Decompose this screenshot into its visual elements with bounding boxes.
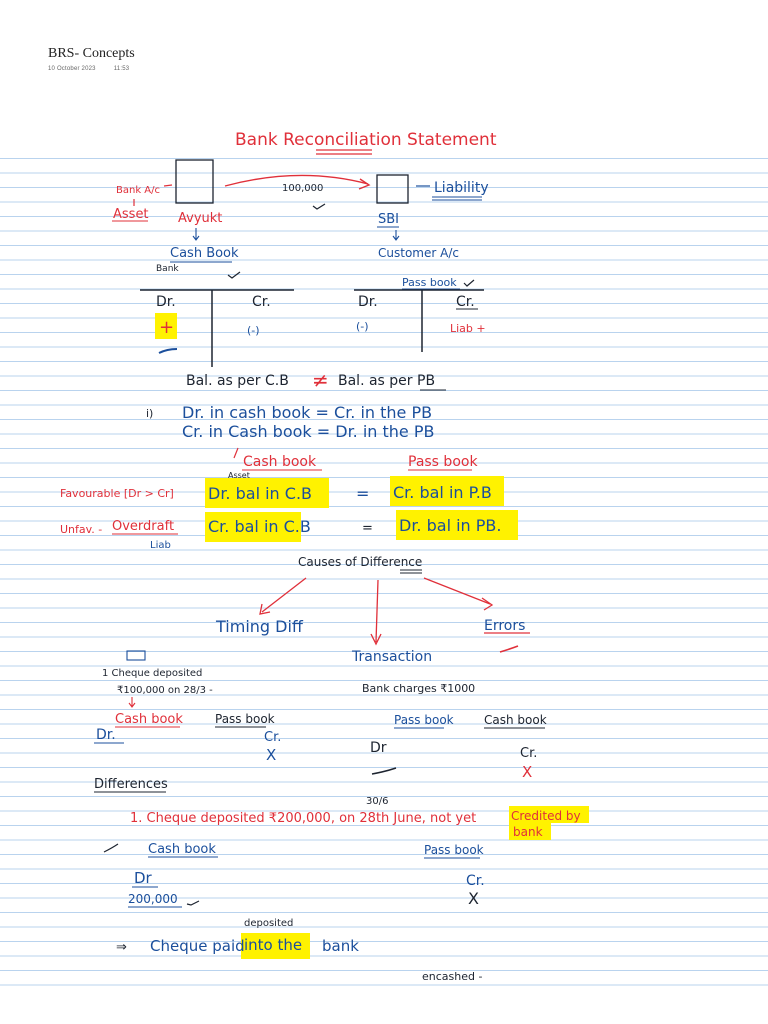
bal-pb-label: Bal. as per PB (338, 373, 435, 389)
rule-marker: i) (146, 407, 153, 420)
equals-2: = (362, 521, 373, 536)
ruled-lines (0, 158, 768, 988)
bank-account-box (175, 159, 214, 204)
pass-book-label-5: Pass book (424, 843, 484, 857)
causes-heading: Causes of Difference (298, 555, 422, 569)
cr-label-3: Cr. (264, 730, 281, 745)
arrow-timing (261, 577, 307, 613)
page-timestamp: 10 October 2023 11:53 (48, 66, 129, 72)
page-time: 11:53 (113, 66, 130, 72)
bank-label: Bank (156, 264, 179, 274)
cr-bal-cb: Cr. bal in C.B (208, 517, 311, 536)
minus-label-2: (-) (356, 320, 369, 333)
x-mark-3: X (468, 889, 479, 908)
dr-label-5: Dr (134, 869, 153, 887)
timing-diff-label: Timing Diff (215, 617, 304, 636)
cash-book-label-3: Cash book (115, 712, 183, 727)
bank-end-label: bank (322, 937, 359, 955)
deposited-label: deposited (244, 918, 293, 929)
overdraft-label: Overdraft (112, 519, 174, 534)
cash-book-label-5: Cash book (148, 842, 216, 857)
pass-book-label-4: Pass book (394, 713, 454, 727)
pass-book-label-3: Pass book (215, 712, 275, 726)
cheque-amount-label: ₹100,000 on 28/3 - (117, 685, 213, 696)
rule-line-1: Dr. in cash book = Cr. in the PB (182, 403, 432, 422)
checkbox-shape (126, 650, 146, 661)
cheque-deposited-label: 1 Cheque deposited (102, 668, 202, 679)
cheque-paid-label: Cheque paid (150, 937, 245, 955)
cash-book-label-1: Cash Book (170, 246, 239, 261)
arrow-errors (423, 577, 491, 605)
encashed-label: encashed - (422, 970, 482, 983)
notes-heading: Bank Reconciliation Statement (235, 130, 497, 150)
cr-bal-pb: Cr. bal in P.B (393, 483, 492, 502)
x-mark-1: X (266, 746, 276, 764)
liab-plus-label: Liab + (450, 322, 486, 335)
sbi-label: SBI (378, 212, 399, 227)
cr-label-5: Cr. (466, 873, 485, 889)
page-title: BRS- Concepts (48, 46, 135, 61)
bank-charges-label: Bank charges ₹1000 (362, 682, 475, 695)
dr-bal-cb: Dr. bal in C.B (208, 484, 312, 503)
dr-label-3: Dr. (96, 727, 116, 743)
pass-book-label-2: Pass book (408, 454, 478, 470)
amount-200000: 200,000 (128, 892, 178, 906)
bal-cb-label: Bal. as per C.B (186, 373, 289, 389)
cash-book-label-4: Cash book (484, 713, 547, 727)
asset-label: Asset (113, 207, 149, 222)
credited-by-label: Credited by (511, 809, 581, 823)
x-mark-2: X (522, 763, 532, 781)
liab-label: Liab (150, 540, 171, 551)
differences-heading: Differences (94, 777, 168, 792)
bank-ac-label: Bank A/c (116, 185, 160, 196)
minus-label-1: (-) (247, 324, 260, 337)
page-date: 10 October 2023 (48, 66, 96, 72)
transfer-arrow (224, 174, 369, 187)
favourable-label: Favourable [Dr > Cr] (60, 487, 174, 500)
dr-label-4: Dr (370, 740, 387, 756)
implies-arrow: ⇒ (116, 940, 127, 955)
amount-100000: 100,000 (282, 183, 323, 194)
date-30-6: 30/6 (366, 796, 388, 807)
into-the-label: into the (244, 936, 302, 954)
cr-label-2: Cr. (456, 294, 475, 310)
cr-label-1: Cr. (252, 294, 271, 310)
liability-label: Liability (434, 180, 489, 196)
sbi-box (376, 174, 409, 204)
transaction-label: Transaction (351, 649, 432, 665)
asset-small-label: Asset (228, 471, 250, 480)
unfav-label: Unfav. - (60, 523, 102, 536)
avyukt-label: Avyukt (178, 211, 222, 226)
bank-word: bank (513, 825, 543, 839)
cash-book-label-2: Cash book (243, 454, 317, 470)
arrow-transaction (375, 579, 379, 643)
not-equal-sign: ≠ (312, 368, 329, 392)
customer-ac-label: Customer A/c (378, 246, 459, 260)
errors-label: Errors (484, 618, 525, 634)
pass-book-label-1: Pass book (402, 276, 457, 289)
point-1-text: 1. Cheque deposited ₹200,000, on 28th Ju… (130, 811, 476, 826)
dr-label-2: Dr. (358, 294, 378, 310)
rule-line-2: Cr. in Cash book = Dr. in the PB (182, 422, 434, 441)
cr-label-4: Cr. (520, 746, 537, 761)
highlights (155, 313, 589, 959)
dr-label-1: Dr. (156, 294, 176, 310)
dr-bal-pb: Dr. bal in PB. (399, 516, 501, 535)
equals-1: = (356, 484, 369, 503)
plus-sign: + (159, 317, 174, 338)
